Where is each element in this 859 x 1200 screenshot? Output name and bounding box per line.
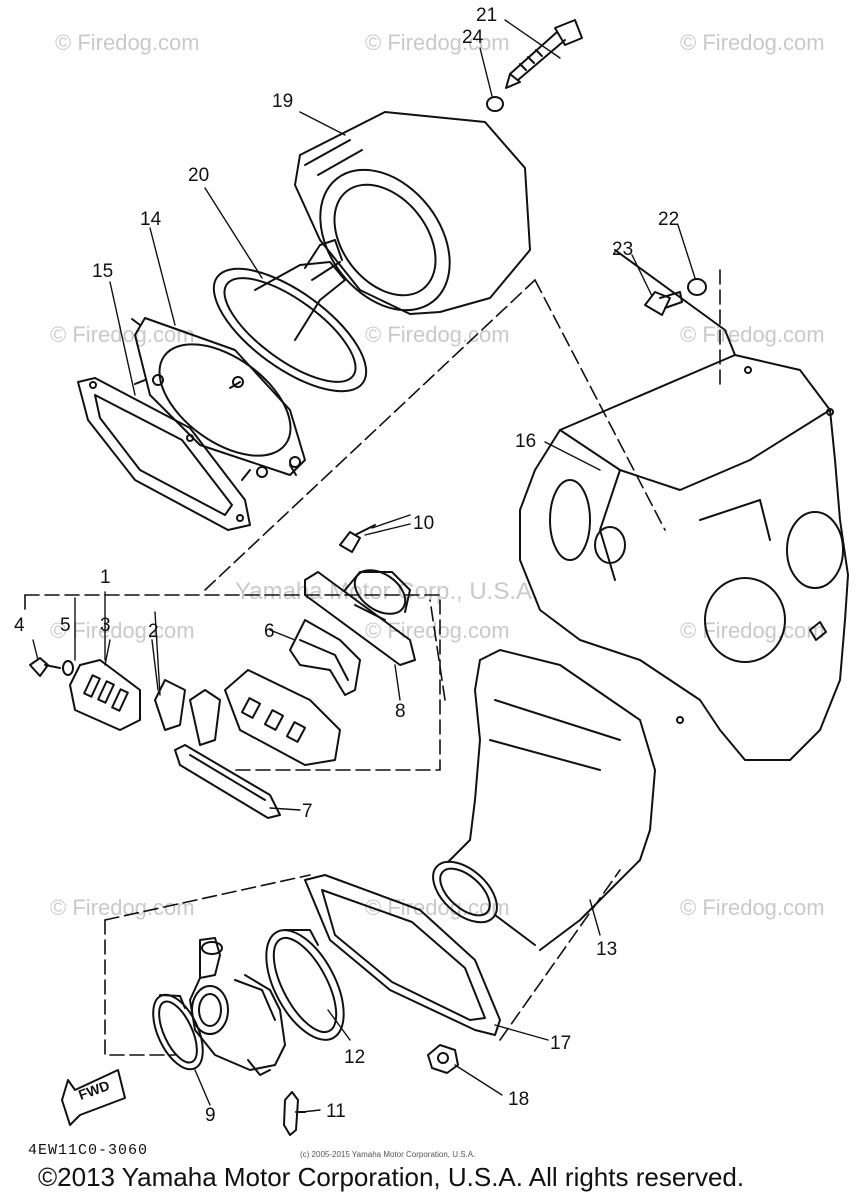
part-9-clamp bbox=[152, 993, 204, 1071]
small-copyright: (c) 2005-2015 Yamaha Motor Corporation, … bbox=[300, 1150, 476, 1159]
callout-21: 21 bbox=[476, 5, 498, 26]
callout-17: 17 bbox=[550, 1033, 572, 1054]
callout-4: 4 bbox=[14, 615, 25, 636]
watermark: © Firedog.com bbox=[50, 895, 195, 920]
part-19-filter bbox=[294, 111, 531, 315]
part-16-air-box bbox=[519, 249, 849, 761]
part-4-screw bbox=[29, 657, 61, 677]
callout-5: 5 bbox=[60, 615, 71, 636]
callout-22: 22 bbox=[658, 209, 680, 230]
diagram-code: 4EW11C0-3060 bbox=[28, 1142, 149, 1159]
part-21-bolt bbox=[505, 19, 583, 89]
part-1-reed-cage bbox=[224, 669, 341, 766]
callout-23: 23 bbox=[612, 239, 634, 260]
callout-13: 13 bbox=[596, 939, 618, 960]
callout-7: 7 bbox=[302, 801, 313, 822]
part-2-reed-petals bbox=[154, 679, 221, 746]
part-6-reed-stopper bbox=[289, 619, 361, 696]
callout-11: 11 bbox=[326, 1101, 346, 1122]
callout-12: 12 bbox=[344, 1047, 366, 1068]
callout-18: 18 bbox=[508, 1089, 530, 1110]
part-22-washer bbox=[687, 278, 707, 296]
part-5-washer bbox=[62, 660, 74, 676]
callout-1: 1 bbox=[100, 567, 111, 588]
part-3-reed-plate bbox=[69, 659, 141, 731]
part-12-clamp bbox=[265, 929, 345, 1041]
part-15-gasket bbox=[77, 377, 251, 531]
part-18-nut bbox=[427, 1044, 459, 1074]
part-8-manifold bbox=[304, 569, 416, 666]
part-24-washer bbox=[486, 96, 504, 112]
leader-lines bbox=[32, 19, 696, 1113]
watermark: © Firedog.com bbox=[50, 618, 195, 643]
assembly-frame bbox=[24, 269, 721, 1056]
watermark: © Firedog.com bbox=[55, 30, 200, 55]
callout-9: 9 bbox=[205, 1105, 216, 1126]
carburetor bbox=[189, 937, 286, 1076]
callout-8: 8 bbox=[395, 701, 406, 722]
callout-14: 14 bbox=[140, 209, 162, 230]
part-11-clip bbox=[283, 1091, 306, 1136]
fwd-arrow-icon bbox=[61, 1069, 126, 1126]
part-14-plate bbox=[131, 317, 306, 481]
watermark: © Firedog.com bbox=[680, 30, 825, 55]
callout-24: 24 bbox=[462, 27, 484, 48]
callout-20: 20 bbox=[188, 165, 210, 186]
part-10-bolt bbox=[339, 524, 376, 553]
copyright-notice: ©2013 Yamaha Motor Corporation, U.S.A. A… bbox=[38, 1162, 745, 1192]
callout-3: 3 bbox=[100, 615, 111, 636]
watermark: © Firedog.com bbox=[680, 322, 825, 347]
callout-15: 15 bbox=[92, 261, 114, 282]
callout-19: 19 bbox=[272, 91, 294, 112]
callout-6: 6 bbox=[264, 621, 275, 642]
watermark: © Firedog.com bbox=[365, 30, 510, 55]
callout-2: 2 bbox=[148, 621, 159, 642]
part-13-intake-boot bbox=[432, 649, 656, 951]
watermark: © Firedog.com bbox=[680, 895, 825, 920]
part-7-gasket bbox=[174, 744, 281, 819]
part-20-filter-guide bbox=[212, 239, 368, 393]
watermark-center: Yamaha Motor Corp., U.S.A. bbox=[235, 578, 539, 605]
part-17-gasket bbox=[304, 874, 501, 1036]
callout-16: 16 bbox=[515, 431, 537, 452]
callout-10: 10 bbox=[413, 513, 435, 534]
watermark: © Firedog.com bbox=[365, 618, 510, 643]
